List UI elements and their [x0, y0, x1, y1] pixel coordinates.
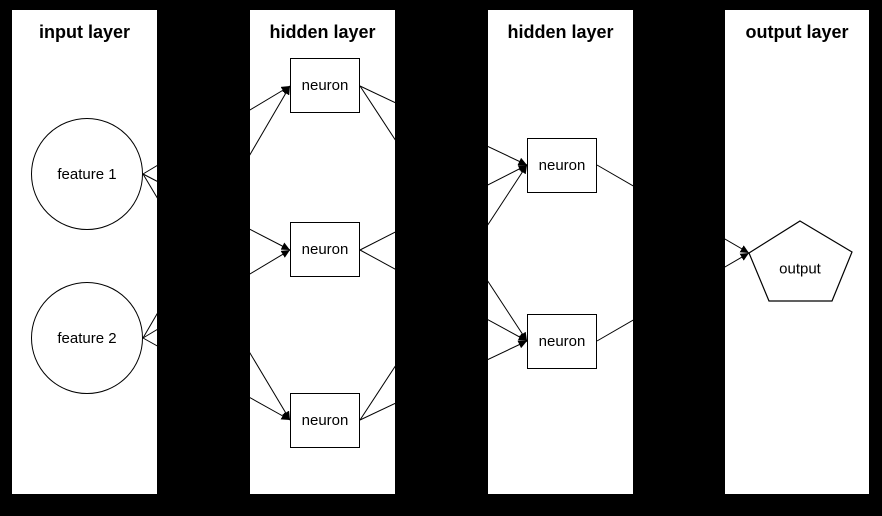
layer-panel-output: output layer: [725, 10, 869, 494]
node-feature-1: feature 1: [31, 118, 143, 230]
node-feature-2: feature 2: [31, 282, 143, 394]
layer-title-output: output layer: [745, 22, 849, 42]
node-label-feature-1: feature 1: [57, 165, 117, 183]
node-h1-neuron-1: neuron: [290, 58, 360, 113]
node-label-h1-neuron-2: neuron: [301, 241, 349, 258]
node-h1-neuron-2: neuron: [290, 222, 360, 277]
node-label-h2-neuron-1: neuron: [538, 157, 586, 174]
layer-title-hidden-2: hidden layer: [507, 22, 614, 42]
node-label-h1-neuron-3: neuron: [301, 412, 349, 429]
node-h2-neuron-2: neuron: [527, 314, 597, 369]
node-label-output: output: [779, 260, 821, 278]
layer-panel-input: input layer: [12, 10, 157, 494]
layer-title-hidden-1: hidden layer: [269, 22, 376, 42]
layer-panel-hidden-2: hidden layer: [488, 10, 633, 494]
node-h1-neuron-3: neuron: [290, 393, 360, 448]
layer-title-input: input layer: [38, 22, 131, 42]
node-label-feature-2: feature 2: [57, 329, 117, 347]
node-label-h1-neuron-1: neuron: [301, 77, 349, 94]
node-h2-neuron-1: neuron: [527, 138, 597, 193]
node-label-h2-neuron-2: neuron: [538, 333, 586, 350]
